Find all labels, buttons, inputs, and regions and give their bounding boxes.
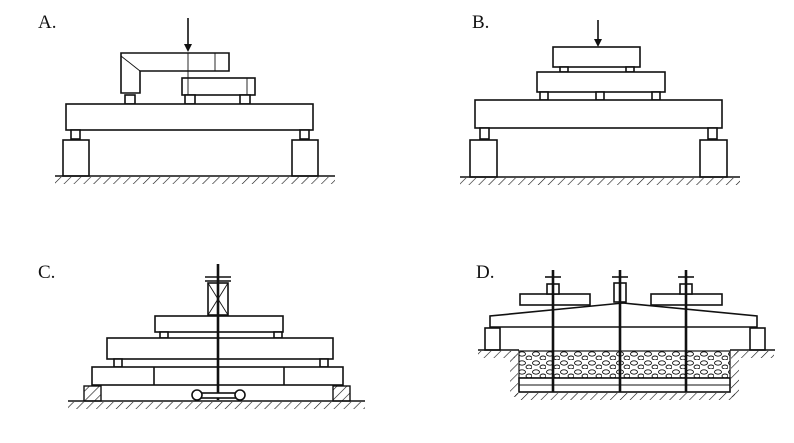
panel-d: D. [476,262,775,400]
panel-b-label: B. [472,12,489,33]
ground-hatch [478,351,515,358]
panel-c-label: C. [38,262,55,283]
bearing [479,127,490,140]
panel-b: B. [460,12,740,185]
wheel [234,389,246,401]
test-slab [489,302,758,328]
top-distribution-beam [552,46,641,68]
pier-left [62,139,90,177]
test-slab [106,337,334,360]
panel-d-label: D. [476,262,494,283]
secondary-beam [536,71,666,93]
arrow-head-icon [594,39,602,47]
roller-support [124,94,136,105]
pier-right [699,139,728,178]
pier-left [469,139,498,178]
panel-c: C. [38,262,365,409]
arrow-head-icon [184,44,192,52]
roller-support [239,94,251,105]
stone-fill [518,350,731,379]
anchor-block-right [332,385,351,402]
bearing [707,127,718,140]
bearing [70,129,81,140]
ground-hatch [68,402,365,409]
wheel [191,389,203,401]
pier-right [749,327,766,351]
distribution-beam-left [519,293,591,306]
secondary-beam [181,77,256,96]
panel-a-label: A. [38,12,56,33]
panel-a: A. [38,12,335,184]
test-slab [474,99,723,129]
ground-hatch [460,178,740,185]
test-slab [65,103,314,131]
anchor-block-left [83,385,102,402]
roller-support [184,94,196,105]
ground-hatch [734,351,774,358]
pier-right [291,139,319,177]
pier-left [484,327,501,351]
bearing [299,129,310,140]
ground-hatch [55,177,335,184]
